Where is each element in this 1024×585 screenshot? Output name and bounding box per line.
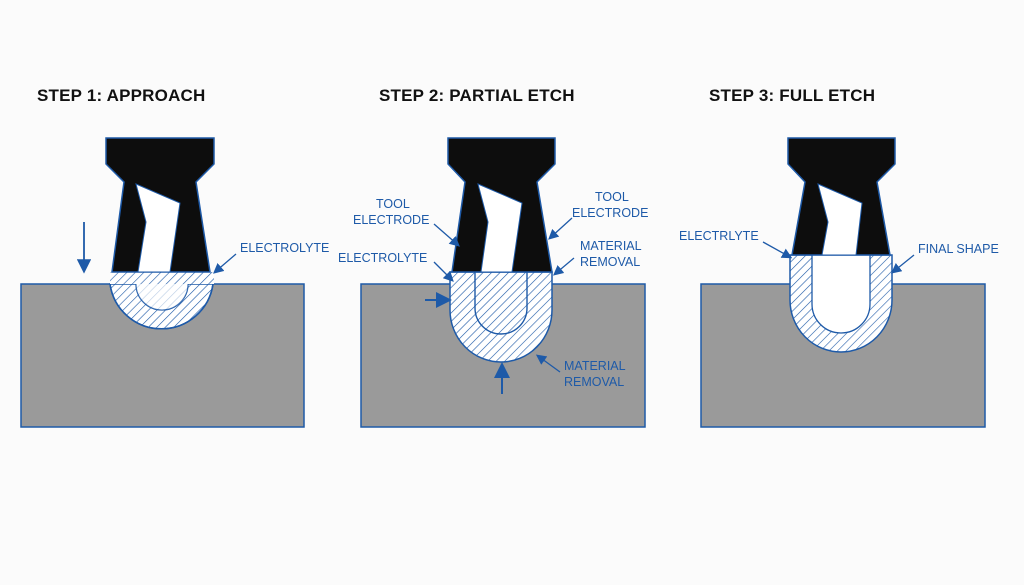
step-3-panel: ELECTRLYTE FINAL SHAPE: [679, 137, 999, 428]
step-2-panel: TOOL ELECTRODE ELECTROLYTE TOOL ELECTROD…: [338, 137, 648, 428]
s1-electrolyte-label: ELECTROLYTE: [240, 241, 329, 255]
s2-removal-right-line2: REMOVAL: [580, 255, 640, 269]
step-2-title: STEP 2: PARTIAL ETCH: [379, 86, 575, 105]
step-1-panel: ELECTROLYTE: [20, 137, 329, 428]
s2-tool-left-line1: TOOL: [376, 197, 410, 211]
tool-slot-2: [477, 183, 523, 273]
inner-loop-2: [474, 272, 528, 335]
s2-removal-right-line1: MATERIAL: [580, 239, 642, 253]
s2-removal-bottom-line1: MATERIAL: [564, 359, 626, 373]
s2-removal-bottom-line2: REMOVAL: [564, 375, 624, 389]
step-1-title: STEP 1: APPROACH: [37, 86, 206, 105]
etched-bowl-1: [109, 283, 214, 330]
s2-tool-left-line2: ELECTRODE: [353, 213, 429, 227]
final-cavity: [811, 254, 871, 334]
step-3-title: STEP 3: FULL ETCH: [709, 86, 876, 105]
tool-slot-1: [135, 183, 181, 273]
tool-slot-3: [817, 183, 863, 256]
s2-tool-right-line2: ELECTRODE: [572, 206, 648, 220]
s3-electrolyte-label: ELECTRLYTE: [679, 229, 759, 243]
s3-final-shape-label: FINAL SHAPE: [918, 242, 999, 256]
electrolyte-gap-1: [110, 272, 214, 284]
s2-electrolyte-label: ELECTROLYTE: [338, 251, 427, 265]
s2-tool-right-line1: TOOL: [595, 190, 629, 204]
